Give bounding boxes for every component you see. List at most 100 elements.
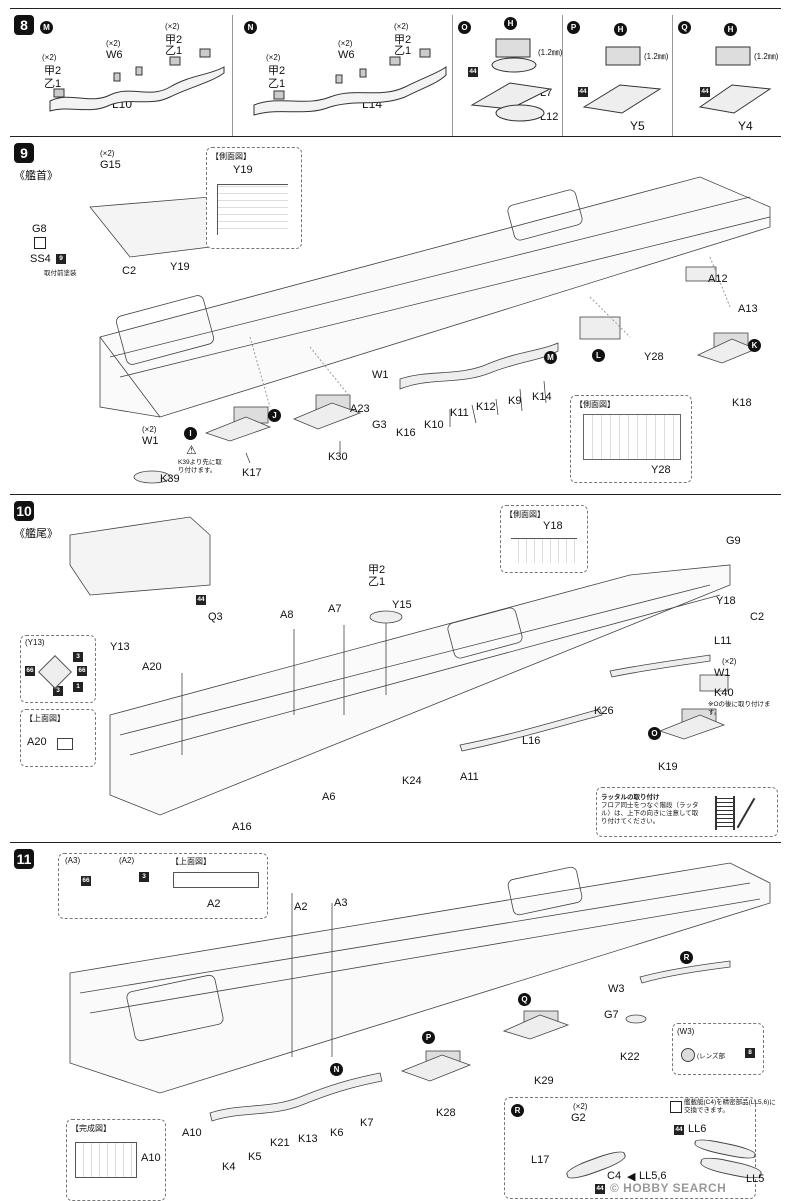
top-view-a20: 【上面図】 A20	[20, 709, 96, 767]
top-view-title: 【上面図】	[171, 857, 211, 866]
part-label-k9: K9	[508, 395, 522, 407]
part-label-otsu1: 乙1	[368, 576, 386, 588]
step-number: 11	[14, 849, 34, 869]
part-label-k30: K30	[328, 451, 348, 463]
part-label-a10: A10	[141, 1152, 161, 1164]
top-view-sketch	[57, 738, 73, 750]
part-label-k4: K4	[222, 1161, 236, 1173]
part-label-k22: K22	[620, 1051, 640, 1063]
marker-m: M	[40, 21, 53, 34]
part-label-g3: G3	[372, 419, 387, 431]
size-note: (1.2㎜)	[538, 48, 563, 57]
color-code: 3	[53, 686, 63, 696]
part-label-ll6: LL6	[688, 1123, 707, 1135]
replace-note: 艦載艇(C4)を精密部品(LL5,6)に交換できます。	[684, 1099, 776, 1114]
qty-label: (×2)	[42, 53, 57, 62]
part-label-y18: Y18	[543, 520, 563, 532]
part-label-q3: Q3	[208, 611, 223, 623]
part-label-k19: K19	[658, 761, 678, 773]
detail-w3: (W3) (レンズ部 8	[672, 1023, 764, 1075]
arrow-icon: ◀	[627, 1171, 636, 1183]
part-label-kou2: 甲2	[368, 564, 386, 576]
color-code: 44	[700, 87, 710, 97]
part-label-w6: W6	[338, 49, 355, 61]
part-label-k28: K28	[436, 1107, 456, 1119]
part-label-kou2: 甲2	[268, 65, 286, 77]
part-label-kou2: 甲2	[44, 65, 62, 77]
part-label-y28: Y28	[644, 351, 664, 363]
color-code: 44	[595, 1184, 605, 1194]
side-view-sketch	[511, 538, 577, 563]
part-label-k18: K18	[732, 397, 752, 409]
part-label-k17: K17	[242, 467, 262, 479]
part-label-y4: Y4	[738, 119, 753, 133]
part-label-w6: W6	[106, 49, 123, 61]
part-label-k26: K26	[594, 705, 614, 717]
qty-label: (×2)	[106, 39, 121, 48]
marker-k: K	[748, 339, 761, 352]
part-label-k13: K13	[298, 1133, 318, 1145]
color-code: 44	[674, 1125, 684, 1135]
color-code: 44	[578, 87, 588, 97]
part-label-a6: A6	[322, 791, 336, 803]
ladder-note-box: ラッタルの取り付け フロア同士をつなぐ階段（ラッタル）は、上下の向きに注意して取…	[596, 787, 778, 837]
part-label-otsu1: 乙1	[165, 45, 183, 57]
detail-y13: (Y13) 66 3 66 3 1	[20, 635, 96, 703]
paint-note: 取付前塗装	[44, 270, 77, 277]
top-view-title: 【上面図】	[25, 714, 65, 723]
color-code: 3	[73, 652, 83, 662]
lens-icon	[681, 1048, 695, 1062]
marker-n: N	[330, 1063, 343, 1076]
part-label-a20: A20	[27, 736, 47, 748]
step-8-drawing	[49, 38, 772, 122]
part-label-k14: K14	[532, 391, 552, 403]
part-label-a12: A12	[708, 273, 728, 285]
part-label-kou2: 甲2	[394, 34, 412, 46]
part-label-g2: G2	[571, 1112, 586, 1124]
warning-icon: ⚠	[186, 443, 197, 457]
part-label-k24: K24	[402, 775, 422, 787]
completed-sketch	[75, 1142, 137, 1178]
part-label-ll5: LL5	[746, 1173, 765, 1185]
part-label-a13: A13	[738, 303, 758, 315]
part-label-y5: Y5	[630, 119, 645, 133]
marker-o: O	[458, 21, 471, 34]
part-label-otsu1: 乙1	[44, 78, 62, 90]
completed-view: 【完成図】 A10	[66, 1119, 166, 1201]
divider	[672, 15, 673, 137]
lens-note: (レンズ部	[697, 1053, 726, 1060]
side-view-y19: 【側面図】 Y19	[206, 147, 302, 249]
part-label-k6: K6	[330, 1127, 344, 1139]
part-label-a7: A7	[328, 603, 342, 615]
part-label-k12: K12	[476, 401, 496, 413]
color-code: 3	[139, 872, 149, 882]
qty-label: (×2)	[100, 149, 115, 158]
part-label-otsu1: 乙1	[394, 45, 412, 57]
color-code: 66	[77, 666, 87, 676]
part-label-k7: K7	[360, 1117, 374, 1129]
part-label-l16: L16	[522, 735, 541, 747]
marker-h: H	[504, 17, 517, 30]
color-code: 44	[468, 67, 478, 77]
marker-h: H	[724, 23, 737, 36]
part-label-g15: G15	[100, 159, 121, 171]
part-label-ss4: SS4	[30, 253, 51, 265]
qty-label: (×2)	[142, 425, 157, 434]
part-label-c2: C2	[750, 611, 765, 623]
divider	[232, 15, 233, 137]
detail-boxes-a3-a2: (A3) 66 (A2) 3 【上面図】 A2	[58, 853, 268, 919]
qty-label: (×2)	[573, 1102, 588, 1111]
completed-title: 【完成図】	[71, 1124, 111, 1133]
part-label-a20: A20	[142, 661, 162, 673]
marker-p: P	[567, 21, 580, 34]
part-label-y28: Y28	[651, 464, 671, 476]
marker-h: H	[614, 23, 627, 36]
side-view-sketch	[583, 414, 681, 460]
part-label-kou2: 甲2	[165, 34, 183, 46]
part-label-g8: G8	[32, 223, 47, 235]
part-label-w1: W1	[142, 435, 159, 447]
warning-note: K39より先に取り付けます。	[178, 459, 222, 474]
part-label-w1: W1	[372, 369, 389, 381]
color-code	[670, 1101, 682, 1113]
part-label-w3: W3	[608, 983, 625, 995]
